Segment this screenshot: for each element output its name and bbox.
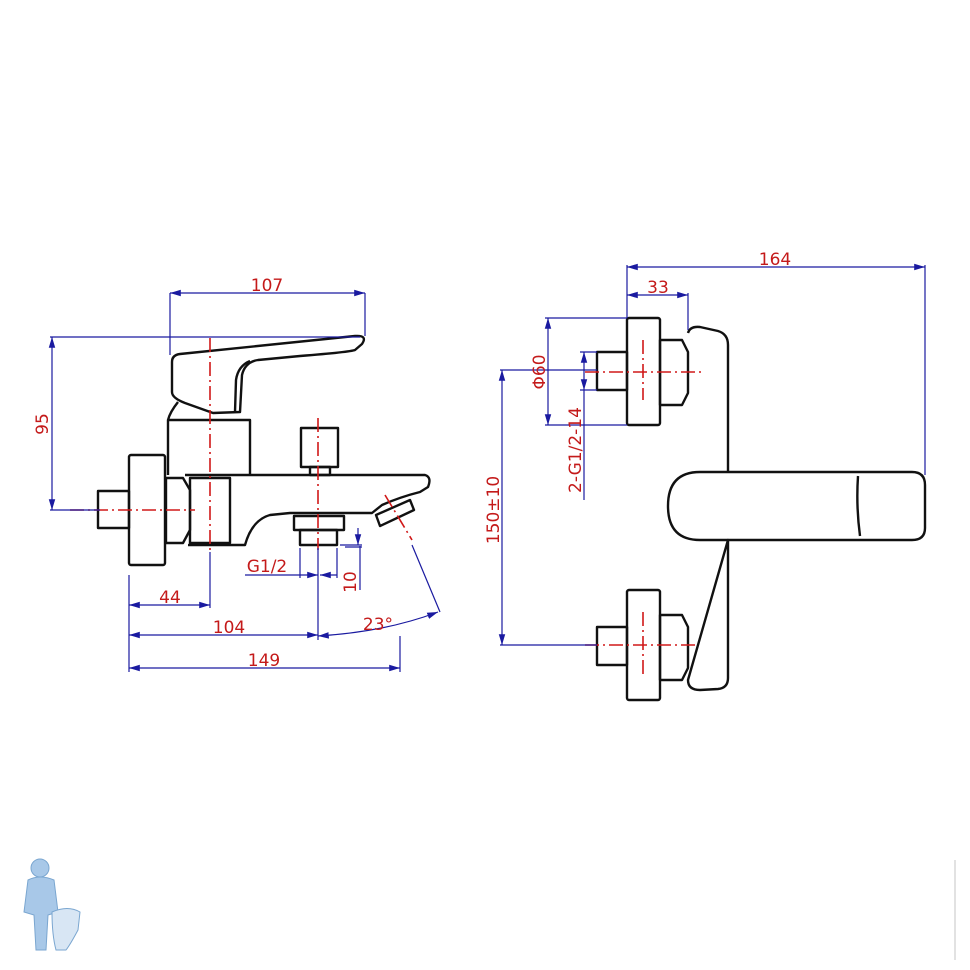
plumber-logo	[23, 858, 81, 951]
faucet-outline-side	[70, 334, 431, 567]
dim-height: 95	[33, 413, 53, 435]
dim-thread-length: 10	[341, 571, 361, 593]
dim-thread: G1/2	[247, 557, 288, 577]
dim-center-distance: 150±10	[484, 476, 504, 544]
dim-total-length: 149	[248, 651, 280, 671]
dim-inlet-offset: 44	[159, 588, 181, 608]
dim-connections: 2-G1/2-14	[566, 407, 586, 493]
front-view: 164 33 Φ60 2-G1/2-14 150±10	[484, 250, 927, 702]
dim-flange-diameter: Φ60	[530, 354, 550, 389]
dim-flange-depth: 33	[647, 278, 669, 298]
faucet-outline-front	[585, 316, 927, 702]
dim-spout-angle: 23°	[363, 615, 393, 635]
side-view: 107 95 44 104 149 G1/2 10 23°	[33, 276, 441, 672]
dim-outlet-offset: 104	[213, 618, 245, 638]
dim-top-width: 107	[251, 276, 283, 296]
side-dimension-lines	[48, 289, 441, 672]
front-dimension-lines	[498, 263, 926, 646]
dim-total-depth: 164	[759, 250, 791, 270]
